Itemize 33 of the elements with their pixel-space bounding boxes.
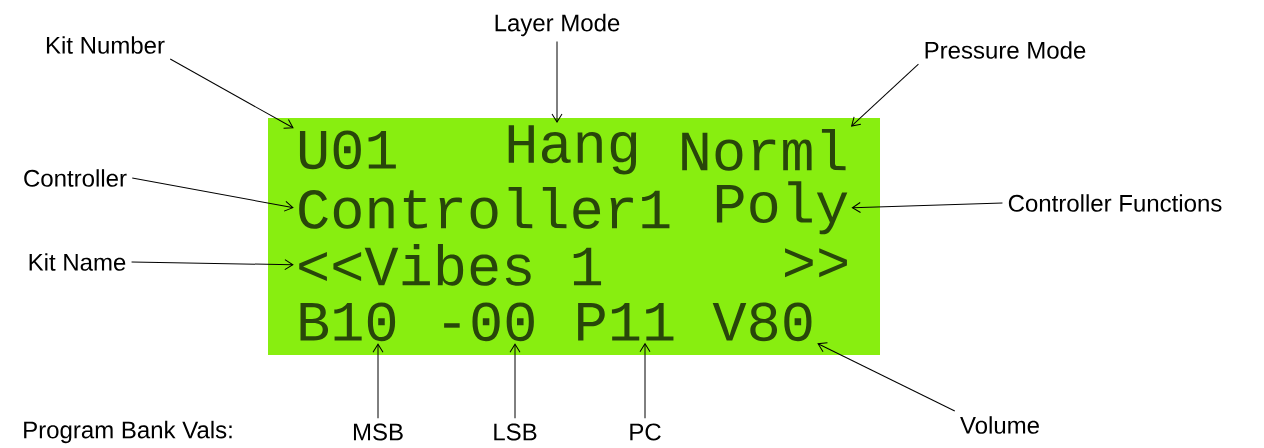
arrow [131,177,294,212]
lcd-text: >> [785,248,847,278]
lcd-text: P11 [578,303,674,341]
callout-label: PC [630,423,661,441]
lcd-screen [268,118,880,355]
caption-text: Program Bank Vals: [24,420,232,444]
callout-label: Kit Number [46,36,165,54]
arrow [131,259,294,271]
lcd-text: B10 [300,302,396,342]
callout-label: Layer Mode [495,13,620,37]
callout-label: Controller [24,169,127,187]
arrow [639,343,651,419]
arrow [169,58,294,129]
callout-label: LSB [494,423,537,441]
callout-label: MSB [354,423,403,441]
callout-label: Kit Name [29,253,126,271]
lcd-text: Poly [716,181,848,235]
arrow [509,343,521,419]
lcd-text: <<Vibes 1 [299,243,602,286]
callout-label: Volume [960,416,1039,434]
lcd-text: V80 [712,302,812,342]
arrow [851,202,1003,213]
lcd-text: Norml [682,128,846,171]
arrow [817,342,956,412]
callout-label: Controller Functions [1008,194,1222,212]
arrow [851,63,919,127]
lcd-text: Controller1 [299,186,670,229]
arrow [551,40,563,123]
lcd-text: -00 [444,302,534,342]
arrow [372,343,384,419]
lcd-text: Hang [508,125,637,175]
lcd-text: U01 [299,130,396,170]
callout-label: Pressure Mode [925,41,1086,59]
